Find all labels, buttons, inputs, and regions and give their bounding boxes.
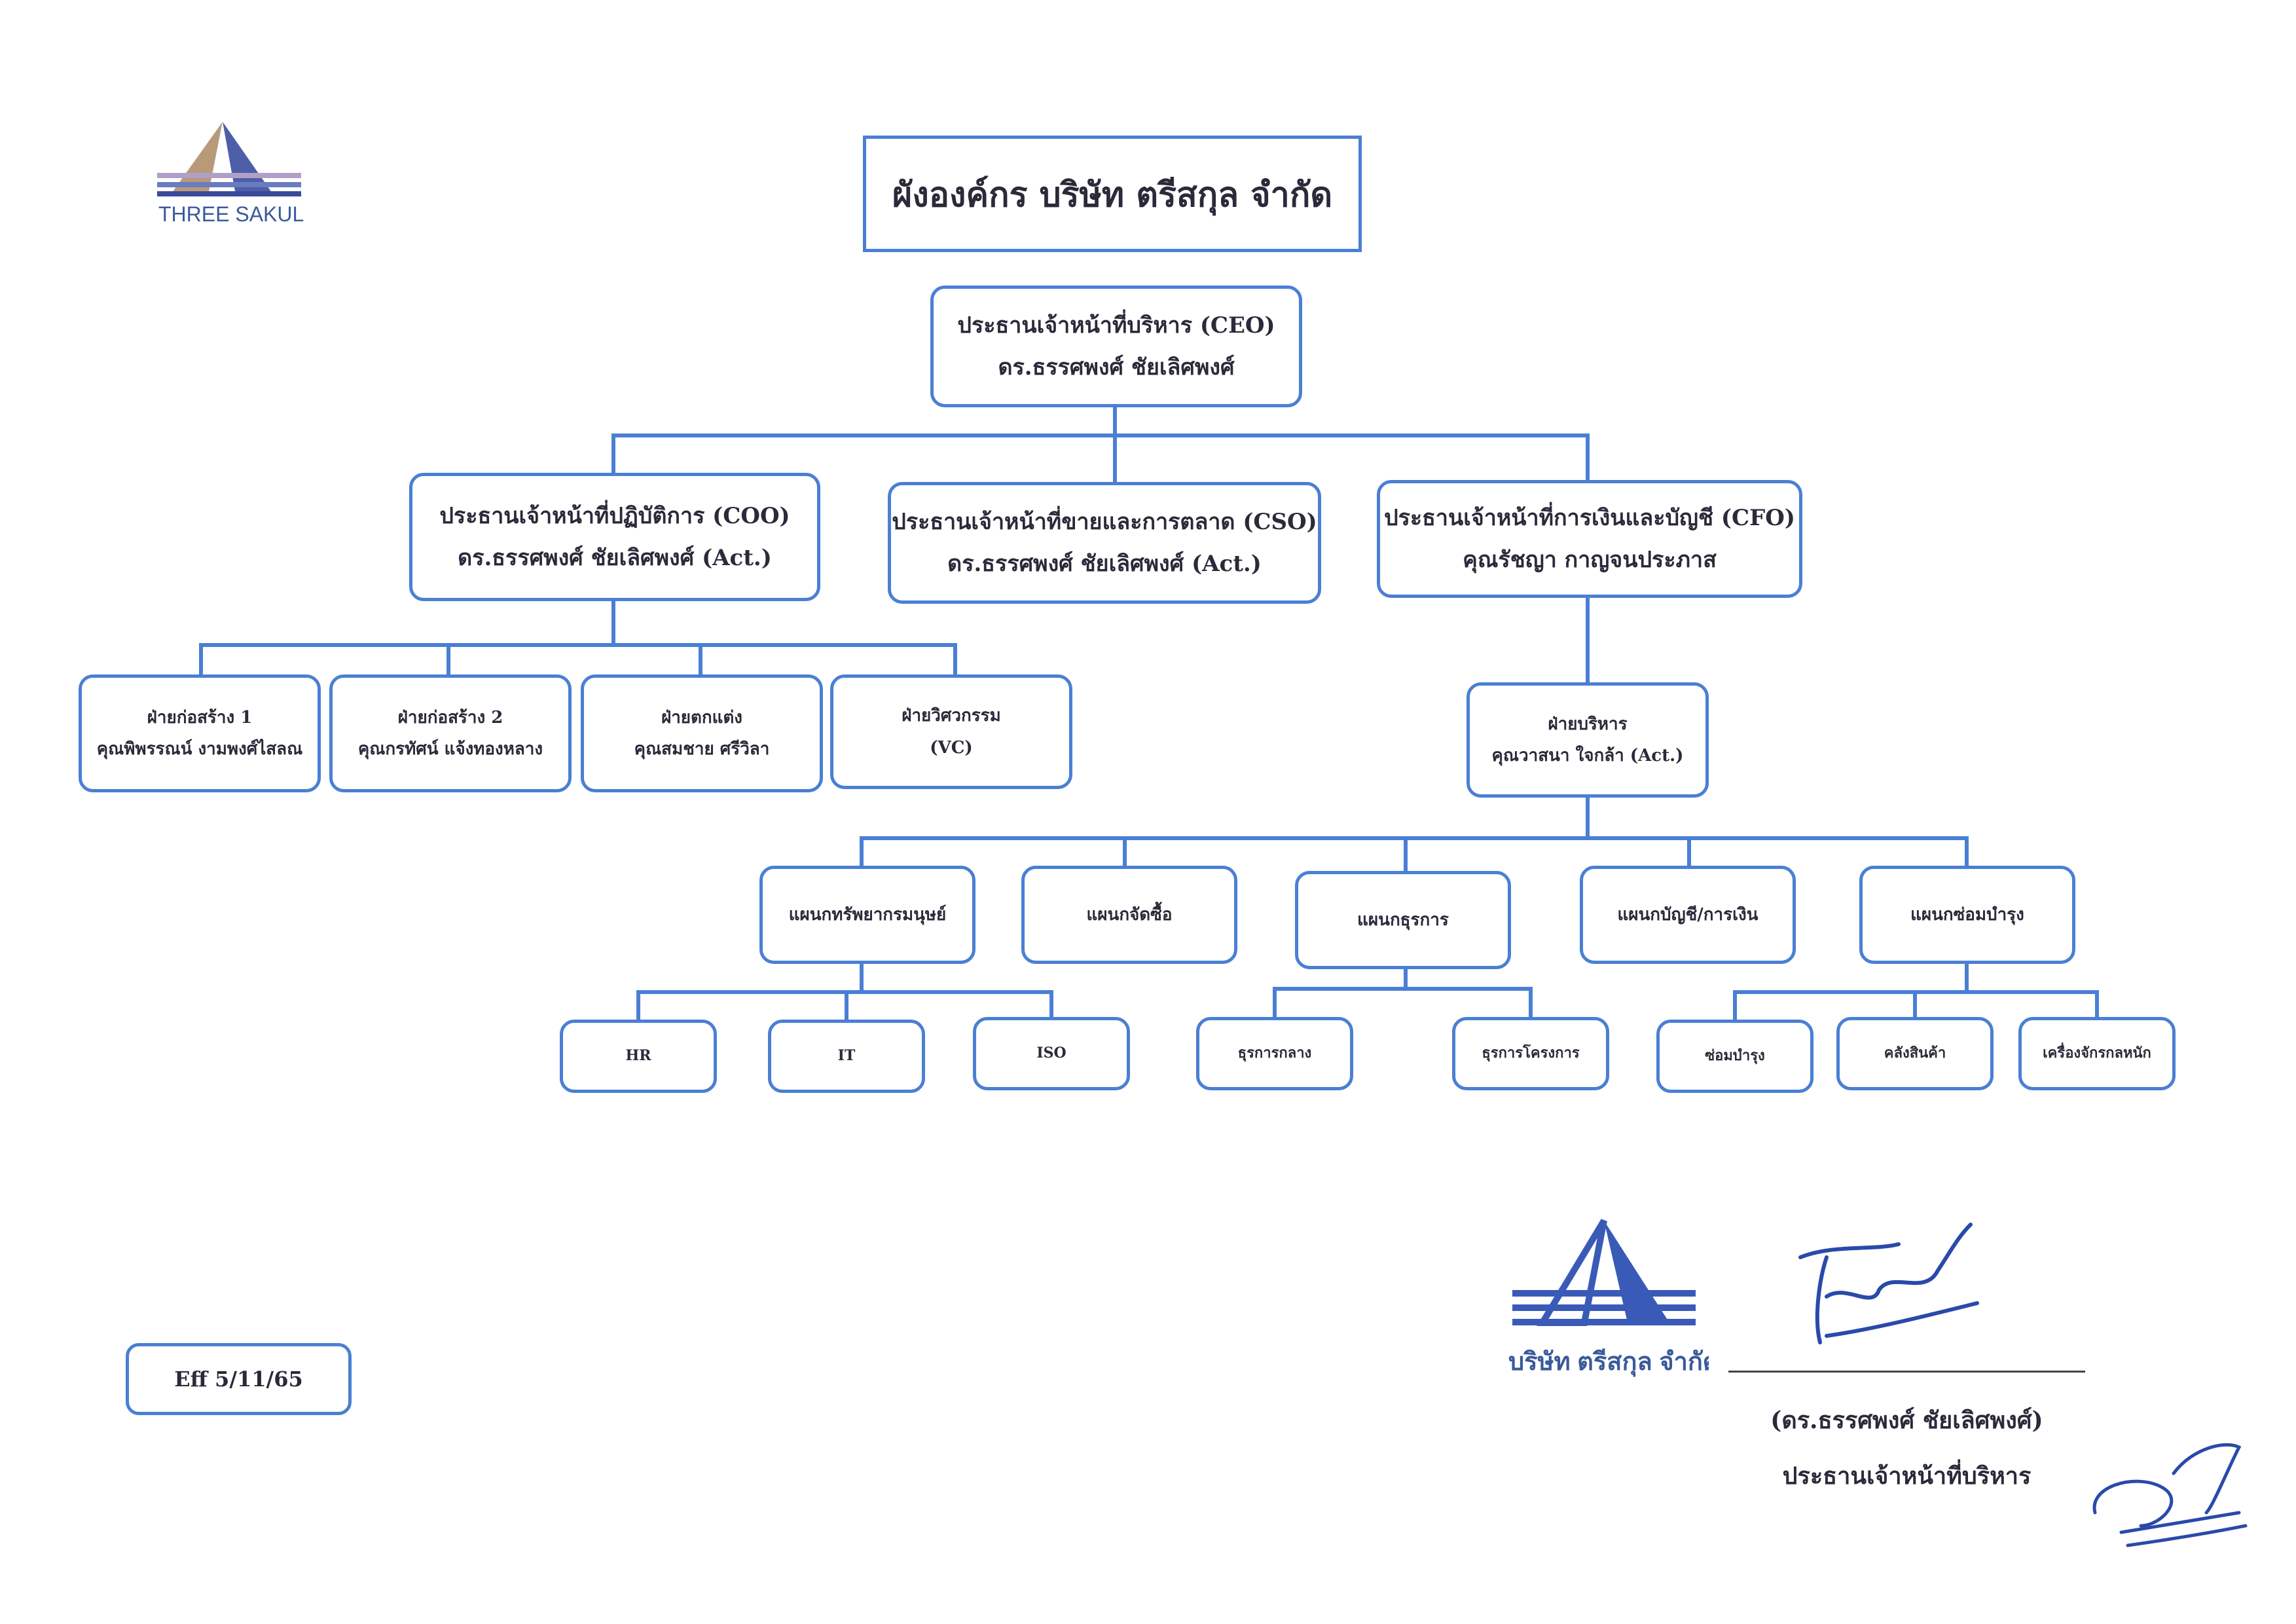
coo-name: ดร.ธรรศพงศ์ ชัยเลิศพงศ์ (Act.): [458, 545, 772, 571]
department-box: แผนกซ่อมบำรุง: [1859, 866, 2075, 964]
division-box: ฝ่ายก่อสร้าง 1 คุณพิพรรณน์ งามพงศ์ไสลณ: [79, 674, 321, 792]
division-name: ฝ่ายก่อสร้าง 2: [397, 707, 503, 728]
admin-name: ฝ่ายบริหาร: [1548, 714, 1628, 734]
unit-box: HR: [560, 1020, 717, 1093]
unit-name: ธุรการโครงการ: [1482, 1044, 1580, 1062]
signature-line: [1728, 1371, 2085, 1373]
cfo-box: ประธานเจ้าหน้าที่การเงินและบัญชี (CFO) ค…: [1377, 480, 1802, 598]
division-head: คุณสมชาย ศรีวิลา: [634, 739, 770, 759]
department-name: แผนกจัดซื้อ: [1086, 904, 1173, 925]
cso-role: ประธานเจ้าหน้าที่ขายและการตลาด (CSO): [892, 508, 1317, 535]
admin-head: คุณวาสนา ใจกล้า (Act.): [1491, 746, 1684, 766]
unit-box: คลังสินค้า: [1836, 1017, 1994, 1090]
department-name: แผนกซ่อมบำรุง: [1910, 904, 2024, 925]
ceo-name: ดร.ธรรศพงศ์ ชัยเลิศพงศ์: [998, 354, 1235, 380]
cso-box: ประธานเจ้าหน้าที่ขายและการตลาด (CSO) ดร.…: [888, 482, 1321, 604]
page-title: ผังองค์กร บริษัท ตรีสกุล จำกัด: [863, 136, 1362, 252]
logo-text: THREE SAKUL: [158, 202, 304, 226]
department-box: แผนกจัดซื้อ: [1021, 866, 1237, 964]
division-name: ฝ่ายก่อสร้าง 1: [147, 707, 253, 728]
unit-name: ISO: [1036, 1044, 1066, 1062]
unit-box: IT: [768, 1020, 925, 1093]
unit-box: ธุรการโครงการ: [1452, 1017, 1609, 1090]
signature: [1798, 1223, 1979, 1344]
admin-box: ฝ่ายบริหาร คุณวาสนา ใจกล้า (Act.): [1467, 682, 1709, 798]
coo-role: ประธานเจ้าหน้าที่ปฏิบัติการ (COO): [439, 502, 790, 529]
department-box: แผนกธุรการ: [1295, 871, 1511, 969]
company-stamp: บริษัท ตรีสกุล จำกัด: [1508, 1219, 1709, 1377]
division-box: ฝ่ายก่อสร้าง 2 คุณกรทัศน์ แจ้งทองหลาง: [329, 674, 572, 792]
signatory-name: (ดร.ธรรศพงศ์ ชัยเลิศพงศ์): [1770, 1407, 2043, 1434]
cfo-name: คุณรัชญา กาญจนประภาส: [1463, 547, 1717, 573]
division-box: ฝ่ายตกแต่ง คุณสมชาย ศรีวิลา: [581, 674, 823, 792]
effective-date: Eff 5/11/65: [126, 1343, 352, 1415]
division-box: ฝ่ายวิศวกรรม (VC): [830, 674, 1072, 789]
unit-name: ธุรการกลาง: [1237, 1044, 1312, 1062]
stamp-text: บริษัท ตรีสกุล จำกัด: [1508, 1348, 1709, 1377]
unit-box: ISO: [973, 1017, 1130, 1090]
initials-signature: [2092, 1443, 2248, 1547]
company-logo: THREE SAKUL: [157, 122, 304, 226]
unit-box: เครื่องจักรกลหนัก: [2018, 1017, 2176, 1090]
signatory-position: ประธานเจ้าหน้าที่บริหาร: [1782, 1462, 2032, 1490]
department-box: แผนกบัญชี/การเงิน: [1580, 866, 1796, 964]
department-name: แผนกธุรการ: [1357, 910, 1449, 930]
cfo-role: ประธานเจ้าหน้าที่การเงินและบัญชี (CFO): [1384, 504, 1795, 531]
division-head: (VC): [930, 737, 973, 758]
coo-box: ประธานเจ้าหน้าที่ปฏิบัติการ (COO) ดร.ธรร…: [409, 473, 820, 601]
unit-box: ธุรการกลาง: [1196, 1017, 1353, 1090]
division-head: คุณพิพรรณน์ งามพงศ์ไสลณ: [96, 739, 303, 759]
unit-name: IT: [837, 1047, 856, 1065]
unit-box: ซ่อมบำรุง: [1656, 1020, 1813, 1093]
division-name: ฝ่ายวิศวกรรม: [902, 706, 1001, 726]
unit-name: ซ่อมบำรุง: [1705, 1047, 1765, 1065]
department-name: แผนกบัญชี/การเงิน: [1617, 904, 1758, 925]
cso-name: ดร.ธรรศพงศ์ ชัยเลิศพงศ์ (Act.): [947, 551, 1262, 577]
unit-name: เครื่องจักรกลหนัก: [2043, 1044, 2151, 1062]
division-head: คุณกรทัศน์ แจ้งทองหลาง: [357, 739, 543, 759]
unit-name: คลังสินค้า: [1884, 1044, 1946, 1062]
division-name: ฝ่ายตกแต่ง: [661, 707, 743, 728]
department-box: แผนกทรัพยากรมนุษย์: [759, 866, 975, 964]
ceo-role: ประธานเจ้าหน้าที่บริหาร (CEO): [957, 312, 1275, 339]
department-name: แผนกทรัพยากรมนุษย์: [788, 904, 947, 925]
ceo-box: ประธานเจ้าหน้าที่บริหาร (CEO) ดร.ธรรศพงศ…: [930, 286, 1302, 407]
unit-name: HR: [625, 1047, 651, 1065]
